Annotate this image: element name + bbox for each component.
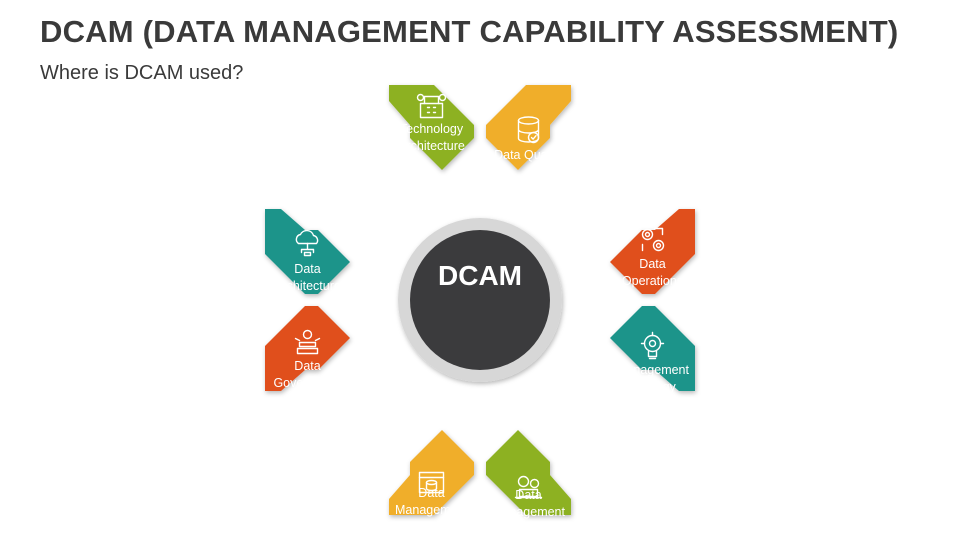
lightbulb-gear-icon [640, 331, 665, 360]
segment-label-line: Management [616, 362, 689, 377]
segment-label-line: Business Case [486, 522, 571, 536]
gears-database-icon [641, 227, 665, 252]
segment-label-line: Data Quality [494, 148, 563, 162]
segment-label-line: Data [294, 261, 321, 276]
segment-label-line: Management [492, 505, 565, 519]
segment-8 [265, 209, 350, 294]
page-subtitle: Where is DCAM used? [40, 62, 244, 84]
laptop-gears-icon [514, 475, 543, 499]
segment-label-line: Strategy [629, 379, 676, 394]
segment-label-line: Architecture [274, 278, 341, 293]
segment-1 [389, 85, 474, 170]
segment-4 [610, 306, 695, 391]
segment-2 [486, 85, 571, 170]
segment-label-line: Governance [273, 375, 342, 390]
segment-5 [486, 430, 571, 515]
segment-label-line: Operations [621, 273, 684, 288]
segment-label-line: Data [294, 358, 321, 373]
segment-label-line: Technology [399, 121, 464, 136]
segment-3 [610, 209, 695, 294]
segment-label-line: Management [395, 503, 468, 517]
governance-icon [294, 329, 321, 355]
browser-database-icon [418, 471, 445, 494]
page-title: DCAM (DATA MANAGEMENT CAPABILITY ASSESSM… [40, 14, 899, 49]
database-badge-icon [517, 116, 540, 144]
hub-label: DCAM [438, 260, 522, 291]
cloud-network-icon [295, 229, 319, 257]
data-center-icon [416, 93, 447, 119]
segment-label-line: Data [418, 486, 445, 500]
segment-label-line: Program [407, 520, 456, 534]
segment-label-line: Architecture [398, 138, 465, 153]
hub-disc [410, 230, 550, 370]
segment-label-line: Data [515, 488, 542, 502]
segment-label-2: Data Quality [474, 147, 584, 164]
segment-label-line: Data [639, 256, 666, 271]
